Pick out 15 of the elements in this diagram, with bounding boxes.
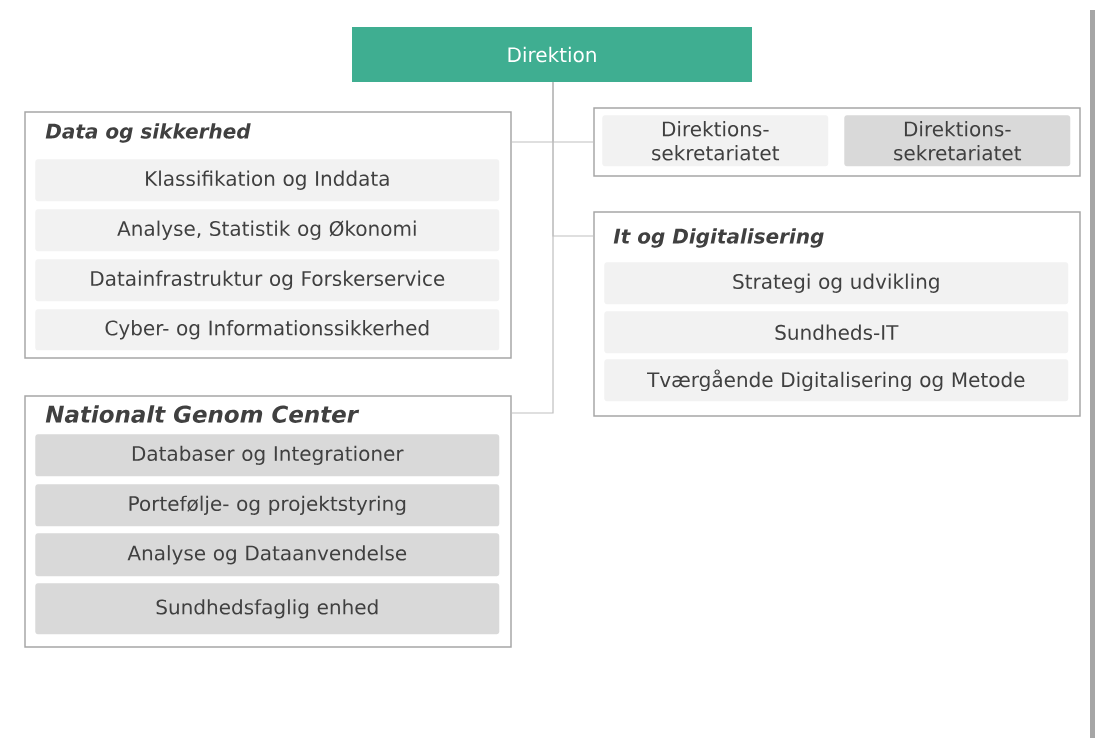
- unit-box: Portefølje- og projektstyring: [35, 484, 500, 527]
- unit-box: Tværgående Digitalisering og Metode: [604, 359, 1069, 402]
- unit-box: Sundheds-IT: [604, 311, 1069, 354]
- unit-box: Klassifikation og Inddata: [35, 159, 500, 202]
- unit-box: Sundhedsfaglig enhed: [35, 583, 500, 635]
- connector-line: [511, 81, 554, 414]
- unit-box: Cyber- og Informationssikkerhed: [35, 309, 500, 351]
- unit-box: Databaser og Integrationer: [35, 434, 500, 477]
- unit-box: Direktions- sekretariatet: [844, 115, 1071, 167]
- unit-box: Direktions- sekretariatet: [602, 115, 829, 167]
- unit-box: Strategi og udvikling: [604, 262, 1069, 305]
- unit-box: Datainfrastruktur og Forskerservice: [35, 259, 500, 302]
- unit-box: Analyse, Statistik og Økonomi: [35, 209, 500, 252]
- header-box: Direktion: [352, 27, 752, 82]
- unit-box: Analyse og Dataanvendelse: [35, 533, 500, 577]
